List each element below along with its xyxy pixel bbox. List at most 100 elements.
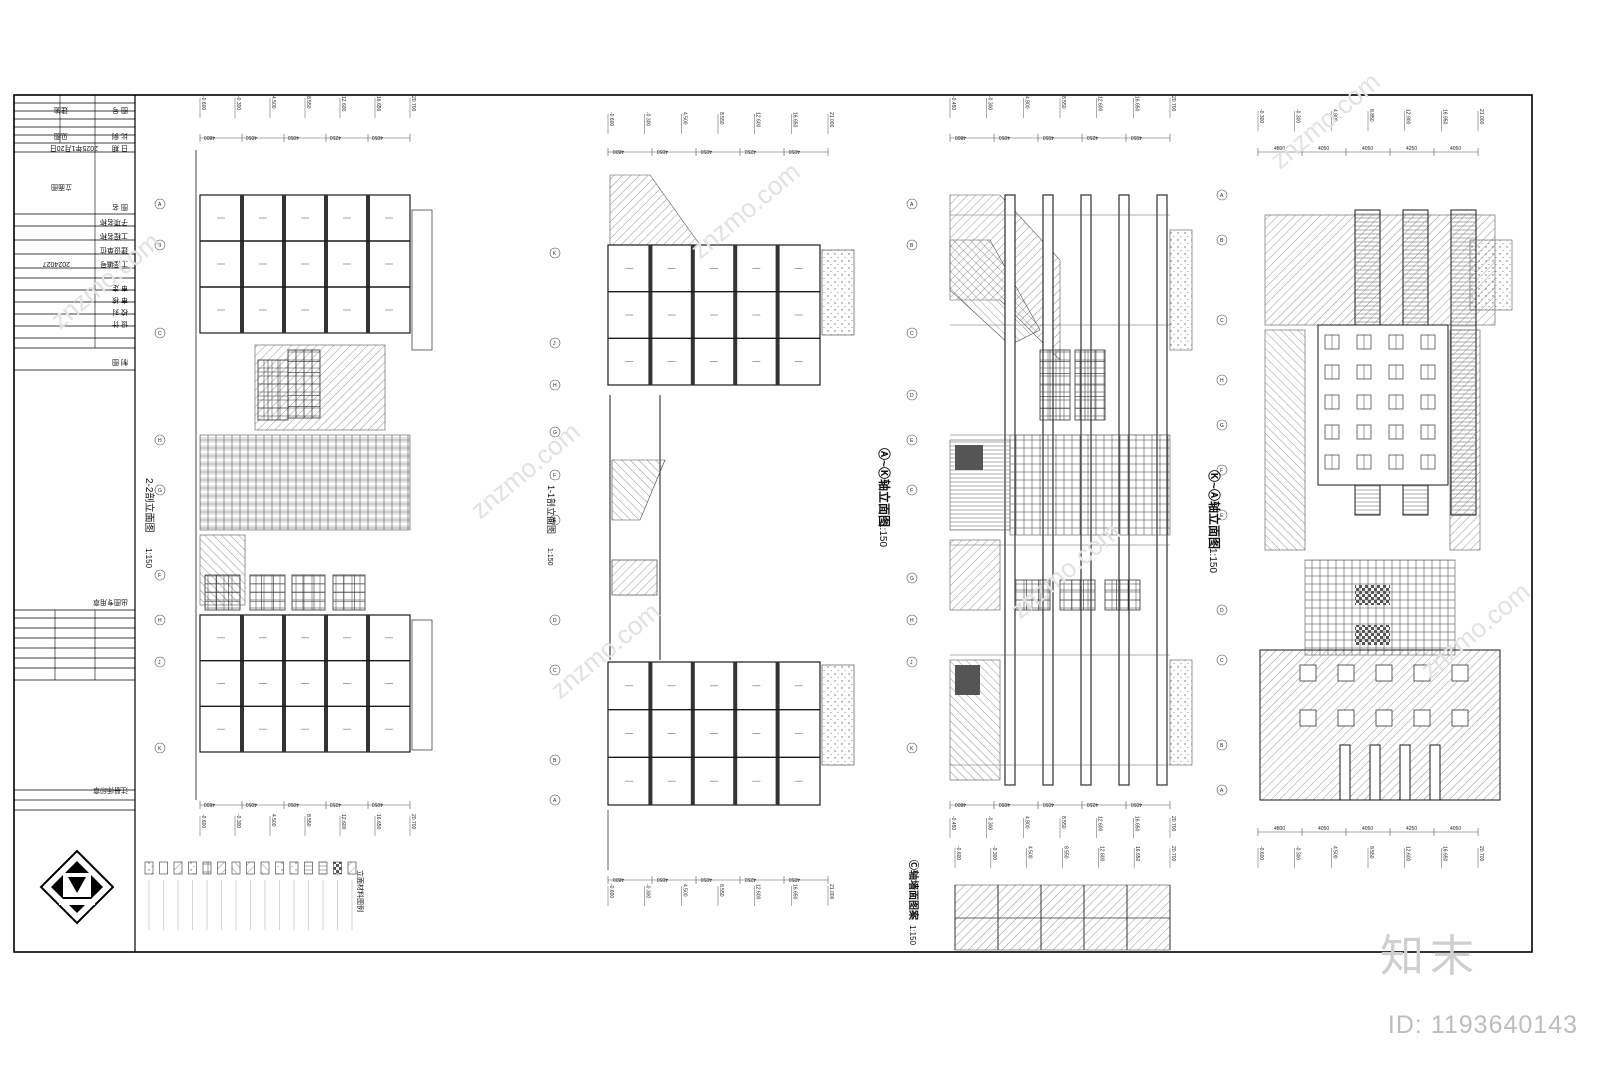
- dark-opening: [955, 665, 980, 695]
- axis-label: A: [1220, 193, 1224, 199]
- dim-text: 4050: [1450, 826, 1461, 832]
- dim-text: -0.600: [955, 846, 961, 860]
- dim-text: 4.500: [270, 814, 276, 827]
- dim-text: 4050: [1043, 801, 1054, 807]
- dim-text: 4800: [204, 801, 215, 807]
- axis-bubble: [549, 514, 561, 526]
- dim-text: 20.700: [1478, 846, 1484, 862]
- drawing-scale-k-a: 1:150: [1207, 548, 1218, 573]
- site-watermark: znzmo.com: [545, 596, 666, 704]
- drawing-scale-c-wall: 1:150: [908, 925, 917, 946]
- dim-text: 20.700: [1170, 96, 1176, 112]
- axis-bubble: [1216, 374, 1228, 386]
- axis-label: H: [158, 438, 162, 444]
- column: [282, 195, 286, 333]
- window: [1451, 709, 1469, 727]
- axis-bubble: [1216, 654, 1228, 666]
- axis-bubble: [154, 569, 166, 581]
- stair-core: [821, 664, 855, 766]
- axis-label: B: [1220, 743, 1224, 749]
- dim-text: 4050: [1318, 826, 1329, 832]
- axis-label: G: [1220, 423, 1224, 429]
- axis-label: F: [910, 488, 913, 494]
- axis-label: G: [553, 430, 557, 436]
- dim-text: 4800: [613, 148, 624, 154]
- drawing-title-2-2: 2-2剖立面图: [143, 478, 156, 532]
- dark-panel: [1355, 585, 1390, 605]
- material-legend: [144, 861, 357, 930]
- tb-name-label: 图 名: [112, 203, 128, 212]
- drawing-scale-a-k: 1:150: [877, 522, 888, 547]
- dim-text: -0.300: [1258, 109, 1264, 123]
- roof-section: [609, 174, 701, 246]
- axis-bubble: [1216, 739, 1228, 751]
- dim-text: 8.550: [1368, 846, 1374, 859]
- dim-text: 4800: [613, 876, 624, 882]
- drawing-scale-2-2: 1:150: [144, 548, 153, 569]
- window: [1413, 709, 1431, 727]
- axis-bubble: [906, 614, 918, 626]
- dim-text: 4800: [204, 134, 215, 140]
- legend-swatch: [188, 861, 197, 875]
- dim-text: 4050: [288, 801, 299, 807]
- dim-text: 20.700: [1170, 846, 1176, 862]
- column: [366, 615, 370, 752]
- dim-text: 8.850: [1368, 109, 1374, 122]
- drawing-title-c-wall: Ⓒ轴墙面图案: [907, 860, 920, 921]
- dim-text: -0.450: [950, 96, 956, 110]
- axis-bubble: [154, 742, 166, 754]
- dim-text: 4250: [1406, 826, 1417, 832]
- dim-text: 16.650: [375, 96, 381, 112]
- tb-project-no-label: 工程编号: [100, 260, 128, 269]
- axis-label: D: [1220, 608, 1224, 614]
- dim-text: -0.600: [200, 96, 206, 110]
- parapet: [411, 619, 433, 751]
- column: [1369, 744, 1381, 801]
- drawing-title-a-k: Ⓐ~Ⓚ轴立面图: [877, 448, 892, 527]
- axis-label: A: [1220, 788, 1224, 794]
- dim-text: 4.500: [1027, 846, 1033, 859]
- axis-label: J: [553, 341, 556, 347]
- axis-label: B: [1220, 238, 1224, 244]
- dim-text: 4050: [1362, 146, 1373, 152]
- axis-label: C: [1220, 318, 1224, 324]
- legend-swatch: [144, 861, 154, 875]
- axis-bubble: [906, 434, 918, 446]
- dim-text: 4250: [330, 134, 341, 140]
- dim-text: 16.650: [1134, 846, 1140, 862]
- legend-swatch: [289, 861, 299, 875]
- dim-text: 16.950: [1441, 109, 1447, 125]
- window: [1299, 664, 1317, 682]
- axis-bubble: [549, 337, 561, 349]
- column: [240, 615, 244, 752]
- dim-text: 16.650: [1133, 816, 1139, 832]
- axis-label: B: [910, 243, 914, 249]
- dim-text: 4.500: [681, 884, 687, 897]
- column: [775, 662, 780, 805]
- column: [775, 245, 780, 385]
- floor-block: [199, 194, 411, 334]
- axis-label: J: [910, 660, 913, 666]
- dim-text: 4.800: [1331, 109, 1337, 122]
- axis-label: B: [158, 243, 162, 249]
- wall-hatch: [1449, 329, 1481, 551]
- dim-text: 4050: [246, 134, 257, 140]
- dim-text: 4.500: [270, 96, 276, 109]
- axis-label: F: [158, 573, 161, 579]
- dim-text: 16.650: [791, 112, 797, 128]
- facade-panel: [1009, 434, 1171, 536]
- axis-bubble: [154, 198, 166, 210]
- axis-bubble: [154, 484, 166, 496]
- dim-text: -0.600: [200, 814, 206, 828]
- dim-text: 4.500: [681, 112, 687, 125]
- axis-bubble: [549, 754, 561, 766]
- axis-bubble: [1216, 189, 1228, 201]
- dim-text: 4050: [999, 134, 1010, 140]
- column: [733, 662, 738, 805]
- axis-bubble: [154, 434, 166, 446]
- window: [1413, 664, 1431, 682]
- material-patch: [949, 539, 1001, 611]
- dim-text: 12.600: [755, 884, 761, 900]
